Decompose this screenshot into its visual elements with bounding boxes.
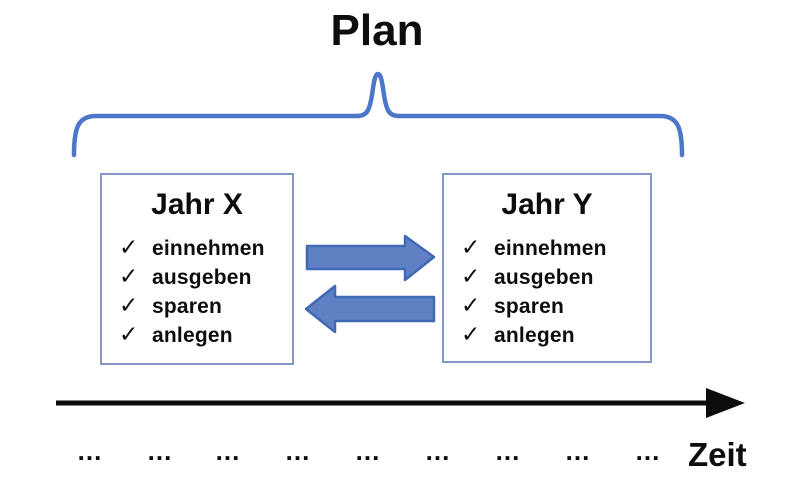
check-icon: ✓ [119, 292, 139, 318]
timeline-dots: ... [355, 436, 381, 466]
list-item-label: sparen [152, 295, 223, 318]
block-arrow-left-icon [304, 284, 436, 334]
check-icon: ✓ [461, 263, 481, 289]
timeline-dots: ... [285, 436, 311, 466]
timeline-dots: ... [147, 436, 173, 466]
block-arrow-right-icon [305, 234, 436, 282]
list-item-label: einnehmen [494, 237, 607, 260]
list-item: ✓ ausgeben [461, 262, 650, 291]
list-item: ✓ einnehmen [119, 233, 292, 262]
timeline-dots: ... [635, 436, 661, 466]
list-item: ✓ anlegen [461, 320, 650, 349]
list-item-label: anlegen [494, 324, 575, 347]
check-icon: ✓ [119, 321, 139, 347]
list-item: ✓ sparen [461, 291, 650, 320]
timeline-dots: ... [215, 436, 241, 466]
year-x-box: Jahr X ✓ einnehmen ✓ ausgeben ✓ sparen ✓… [100, 173, 294, 365]
year-y-list: ✓ einnehmen ✓ ausgeben ✓ sparen ✓ anlege… [444, 233, 650, 349]
list-item-label: ausgeben [152, 266, 252, 289]
list-item: ✓ ausgeben [119, 262, 292, 291]
list-item: ✓ einnehmen [461, 233, 650, 262]
timeline-dots: ... [565, 436, 591, 466]
list-item-label: anlegen [152, 324, 233, 347]
check-icon: ✓ [119, 263, 139, 289]
list-item-label: einnehmen [152, 237, 265, 260]
list-item-label: ausgeben [494, 266, 594, 289]
timeline-arrow-icon [56, 388, 745, 418]
year-x-title: Jahr X [151, 188, 243, 221]
diagram-title: Plan [330, 6, 424, 55]
year-y-box: Jahr Y ✓ einnehmen ✓ ausgeben ✓ sparen ✓… [442, 173, 652, 363]
year-x-list: ✓ einnehmen ✓ ausgeben ✓ sparen ✓ anlege… [102, 233, 292, 349]
list-item-label: sparen [494, 295, 565, 318]
curly-brace-icon [71, 71, 685, 158]
timeline-dots: ... [495, 436, 521, 466]
check-icon: ✓ [461, 292, 481, 318]
check-icon: ✓ [461, 234, 481, 260]
check-icon: ✓ [119, 234, 139, 260]
timeline-dots: ... [425, 436, 451, 466]
list-item: ✓ anlegen [119, 320, 292, 349]
year-y-title: Jahr Y [501, 188, 593, 221]
check-icon: ✓ [461, 321, 481, 347]
time-axis-label: Zeit [688, 436, 747, 473]
list-item: ✓ sparen [119, 291, 292, 320]
timeline-dots: ... [77, 436, 103, 466]
